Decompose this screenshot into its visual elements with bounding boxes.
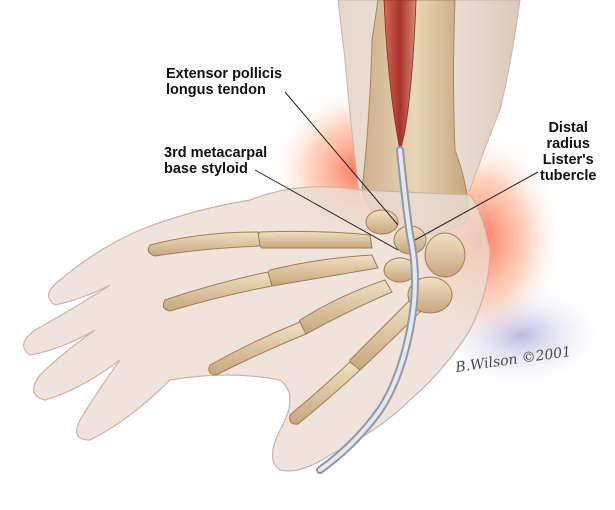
label-3mc-line1: 3rd metacarpal [164,145,267,161]
label-3rd-metacarpal: 3rd metacarpal base styloid [164,145,267,177]
label-distal-radius: Distal radius Lister's tubercle [540,120,596,184]
label-dr-line3: Lister's [540,152,596,168]
carpal-1 [366,210,398,234]
index-metacarpal [256,231,372,248]
label-extensor-pollicis-longus: Extensor pollicis longus tendon [166,66,282,98]
label-3mc-line2: base styloid [164,161,267,177]
label-dr-line2: radius [540,136,596,152]
label-dr-line1: Distal [540,120,596,136]
carpal-3 [425,233,465,277]
label-dr-line4: tubercle [540,168,596,184]
label-epl-line1: Extensor pollicis [166,66,282,82]
label-epl-line2: longus tendon [166,82,282,98]
